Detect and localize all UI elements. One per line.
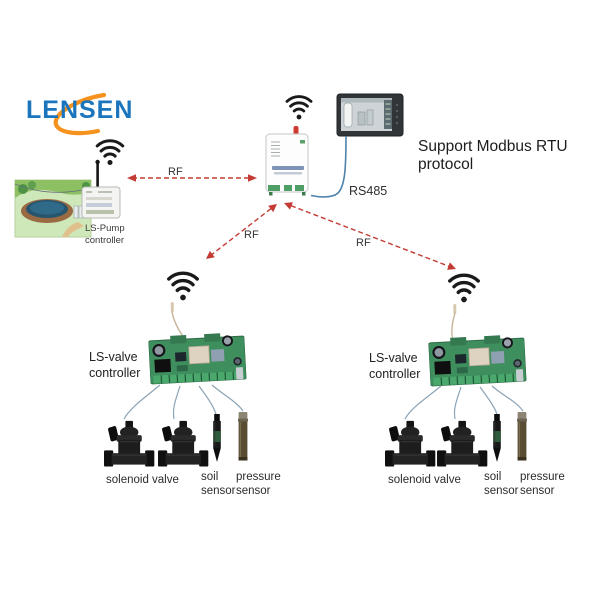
left-station-wires — [123, 384, 244, 420]
left-valve-controller-label: LS-valve controller — [89, 350, 140, 381]
right-pressure-sensor-label-line2: sensor — [520, 485, 555, 498]
modbus-note-line2: protocol — [418, 156, 474, 174]
right-soil-sensor-label-line1: soil — [484, 471, 502, 483]
left-station-wifi-icon — [167, 271, 199, 302]
right-solenoid-valve-1 — [385, 420, 436, 467]
left-valve-controller-board — [148, 331, 247, 385]
lensen-logo-swoosh — [53, 92, 107, 136]
pump-controller-device — [81, 159, 121, 219]
pump-wifi-icon — [95, 139, 125, 166]
farm-illustration — [14, 179, 92, 238]
left-solenoid-valve-2 — [158, 420, 209, 467]
left-pressure-sensor — [237, 412, 249, 462]
modbus-note: Support Modbus RTU protocol — [418, 138, 568, 175]
modbus-note-line1: Support Modbus RTU — [418, 138, 568, 155]
rf-label-right-link: RF — [356, 237, 371, 249]
pump-controller-label-line2: controller — [85, 234, 125, 246]
left-soil-sensor — [212, 414, 222, 463]
left-pressure-sensor-label-line2: sensor — [236, 485, 271, 498]
right-station-wifi-icon — [448, 273, 480, 304]
right-valve-controller-label-line1: LS-valve — [369, 351, 418, 365]
left-soil-sensor-label: soil sensor — [201, 470, 236, 498]
left-solenoid-valve-1 — [104, 420, 155, 467]
left-solenoid-valve-label: solenoid valve — [106, 474, 179, 486]
gateway-wifi-icon — [285, 95, 313, 121]
rf-arrow-gateway-left-station — [206, 204, 277, 259]
right-soil-sensor-label: soil sensor — [484, 470, 519, 498]
left-valve-controller-label-line2: controller — [89, 365, 141, 380]
right-valve-controller-board — [428, 333, 527, 387]
rf-label-left-link: RF — [244, 229, 259, 241]
right-soil-sensor — [492, 414, 502, 463]
right-solenoid-valve-2 — [437, 420, 488, 467]
left-soil-sensor-label-line1: soil — [201, 471, 219, 483]
pump-antenna-icon — [95, 159, 100, 188]
rf-label-pump-link: RF — [168, 166, 183, 178]
rs485-cable — [310, 135, 347, 198]
right-station-wires — [404, 385, 524, 420]
pump-controller-label: LS-Pump controller — [85, 223, 125, 247]
right-pressure-sensor-label-line1: pressure — [520, 471, 565, 483]
right-valve-controller-label: LS-valve controller — [369, 351, 420, 382]
right-pressure-sensor-label: pressure sensor — [520, 470, 565, 498]
right-soil-sensor-label-line2: sensor — [484, 485, 519, 498]
left-pressure-sensor-label: pressure sensor — [236, 470, 281, 498]
left-valve-controller-label-line1: LS-valve — [89, 350, 138, 364]
rf-arrow-gateway-right-station — [284, 202, 456, 270]
rs485-label: RS485 — [349, 184, 388, 198]
left-soil-sensor-label-line2: sensor — [201, 485, 236, 498]
right-pressure-sensor — [516, 412, 528, 462]
rf-arrow-pump-gateway — [127, 174, 257, 182]
gateway-device — [265, 126, 309, 196]
hmi-display — [336, 93, 404, 137]
pump-controller-label-line1: LS-Pump — [85, 223, 125, 234]
left-pressure-sensor-label-line1: pressure — [236, 471, 281, 483]
lensen-logo: LENSEN — [26, 96, 134, 124]
right-valve-controller-label-line2: controller — [369, 366, 421, 381]
right-solenoid-valve-label: solenoid valve — [388, 474, 461, 486]
